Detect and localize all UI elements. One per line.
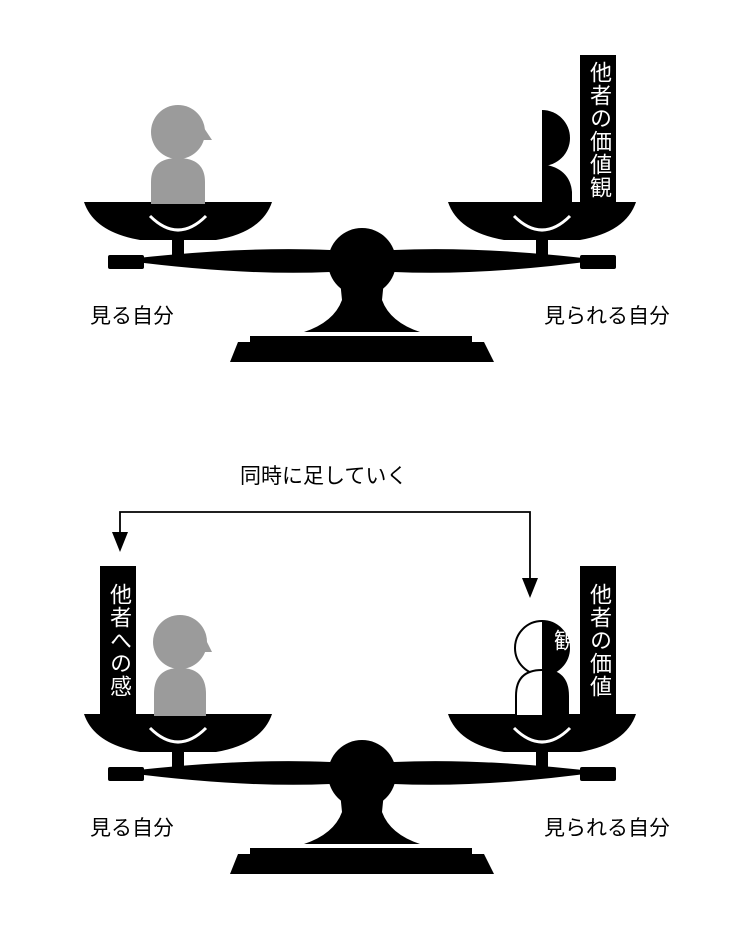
top-right-label: 見られる自分 <box>544 304 670 328</box>
connector-bracket <box>112 511 538 598</box>
bottom-scale <box>82 615 638 876</box>
bottom-left-label: 見る自分 <box>90 816 174 840</box>
bottom-left-tag: 他者への感謝 <box>70 566 136 714</box>
top-scale <box>82 105 638 364</box>
top-right-tag: 他者の価値観 <box>580 55 616 205</box>
top-scale-body <box>82 200 638 364</box>
top-right-half-figure <box>542 110 572 204</box>
bottom-scale-body <box>82 712 638 876</box>
down-arrow-right-icon <box>522 578 538 598</box>
down-arrow-left-icon <box>112 532 128 552</box>
bottom-left-person-figure <box>153 615 212 716</box>
top-left-label: 見る自分 <box>90 304 174 328</box>
bottom-right-label: 見られる自分 <box>544 816 670 840</box>
bottom-right-tag: 他者の価値観 <box>550 566 616 714</box>
top-left-person-figure <box>151 105 212 204</box>
connector-label: 同時に足していく <box>240 464 408 488</box>
bottom-right-split-figure <box>514 620 570 717</box>
